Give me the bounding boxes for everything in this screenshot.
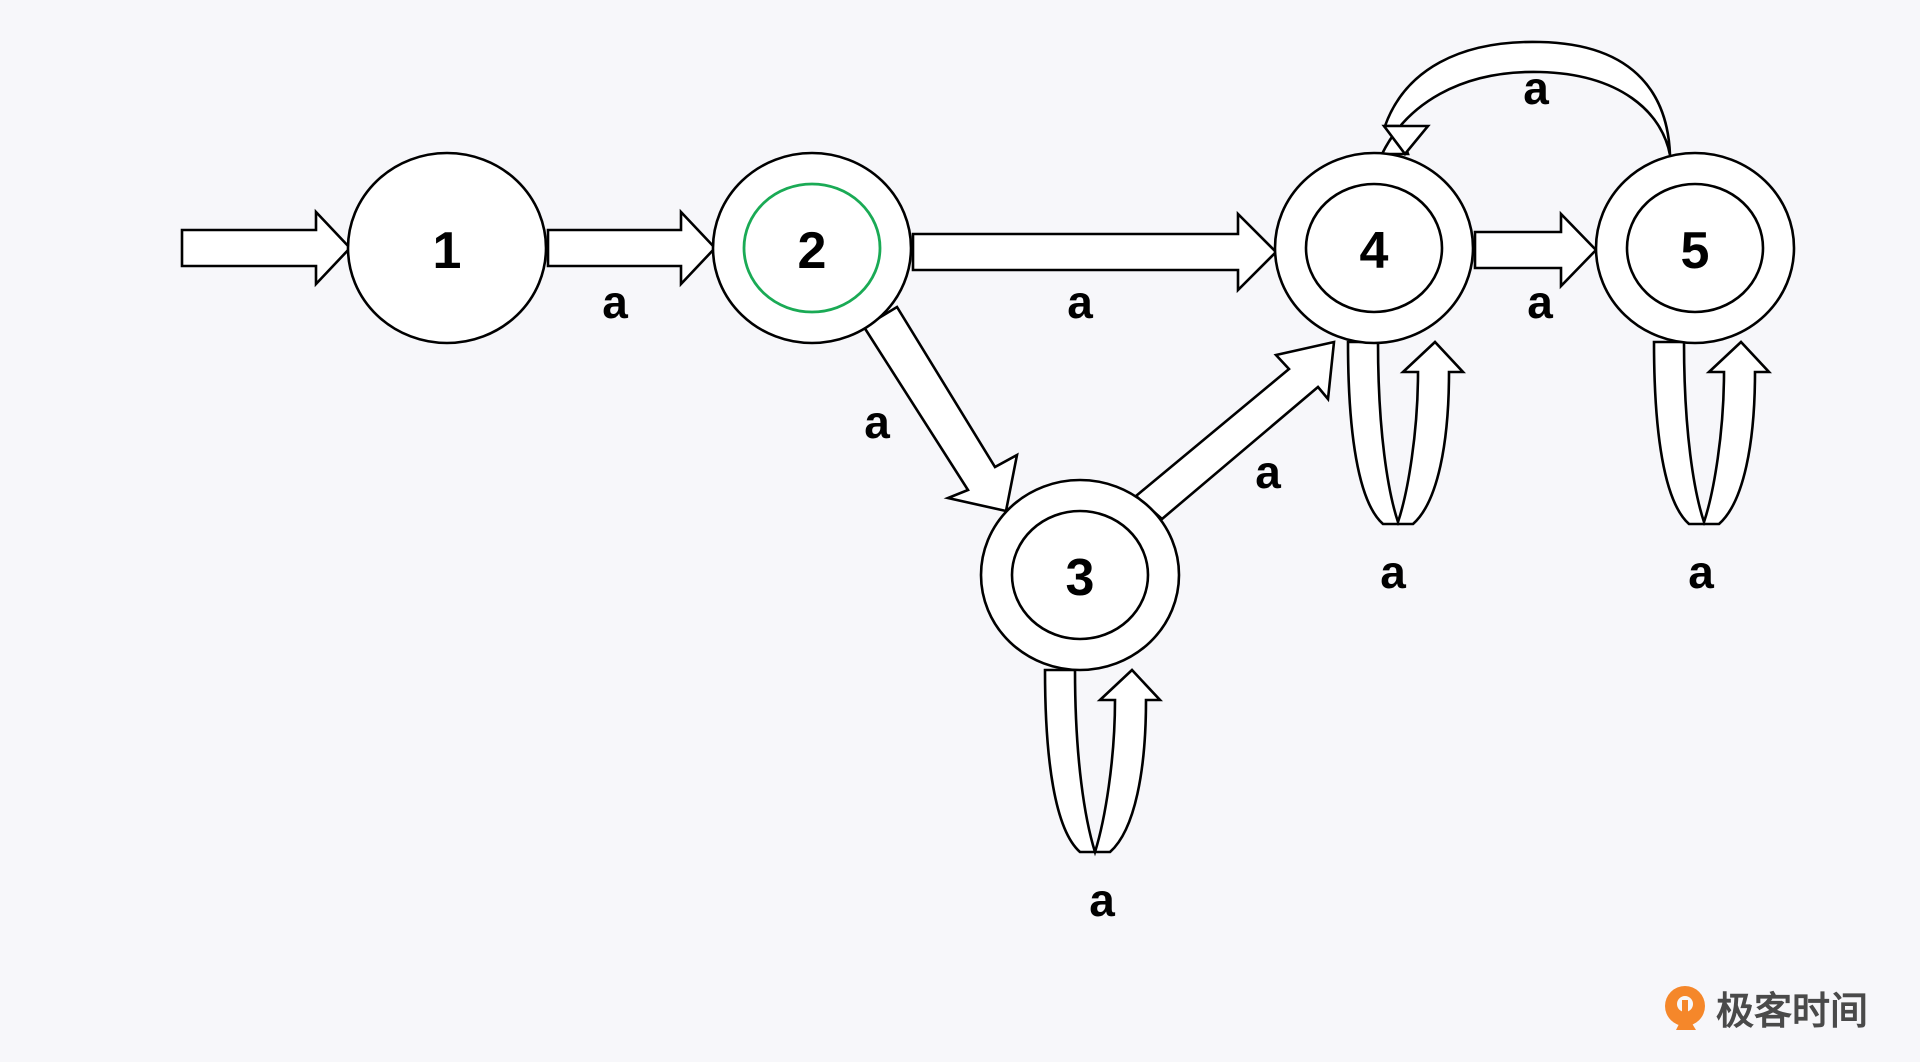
state-4-outer-circle: [1273, 151, 1475, 345]
state-2-label: 2: [798, 222, 827, 280]
edge-2-4-label: a: [1067, 276, 1093, 328]
state-3-inner-circle: [1010, 509, 1150, 641]
self-loop-4-label: a: [1380, 546, 1406, 598]
state-5-outer-circle: [1594, 151, 1796, 345]
edge-1-2-label: a: [602, 276, 628, 328]
state-1-outer-circle: [346, 151, 548, 345]
edge-4-5-label: a: [1527, 276, 1553, 328]
state-3-label: 3: [1066, 549, 1095, 607]
edge-2-3-arrow: [862, 305, 1019, 513]
state-2: 2: [711, 151, 913, 345]
self-loop-5-label: a: [1688, 546, 1714, 598]
state-2-outer-circle: [711, 151, 913, 345]
state-2-highlight-circle: [742, 182, 882, 314]
state-3-outer-circle: [979, 478, 1181, 672]
geektime-logo-text: 极客时间: [1716, 989, 1868, 1033]
state-4-label: 4: [1360, 222, 1389, 280]
state-3: 3: [979, 478, 1181, 672]
geektime-logo: 极客时间: [1665, 986, 1868, 1033]
geektime-logo-icon: [1665, 986, 1705, 1030]
edge-3-4-label: a: [1255, 446, 1281, 498]
self-loop-3-label: a: [1089, 874, 1115, 926]
self-loop-5-arrow: [1652, 340, 1772, 527]
state-4-inner-circle: [1304, 182, 1444, 314]
start-arrow: [180, 208, 352, 288]
edge-2-3-label: a: [864, 396, 890, 448]
state-5: 5: [1594, 151, 1796, 345]
edge-2-4-arrow: [911, 210, 1278, 294]
edge-5-4-label: a: [1523, 62, 1549, 114]
state-5-label: 5: [1681, 222, 1710, 280]
self-loop-3-arrow: [1043, 668, 1163, 857]
state-5-inner-circle: [1625, 182, 1765, 314]
edge-3-4-arrow: [1134, 340, 1336, 521]
state-4: 4: [1273, 151, 1475, 345]
state-1-label: 1: [433, 222, 462, 280]
self-loop-4-arrow: [1346, 340, 1466, 527]
edge-1-2-arrow: [546, 208, 717, 288]
edge-4-5-arrow: [1473, 210, 1598, 290]
state-1: 1: [346, 151, 548, 345]
edge-5-4-arrow-head: [1381, 124, 1431, 157]
